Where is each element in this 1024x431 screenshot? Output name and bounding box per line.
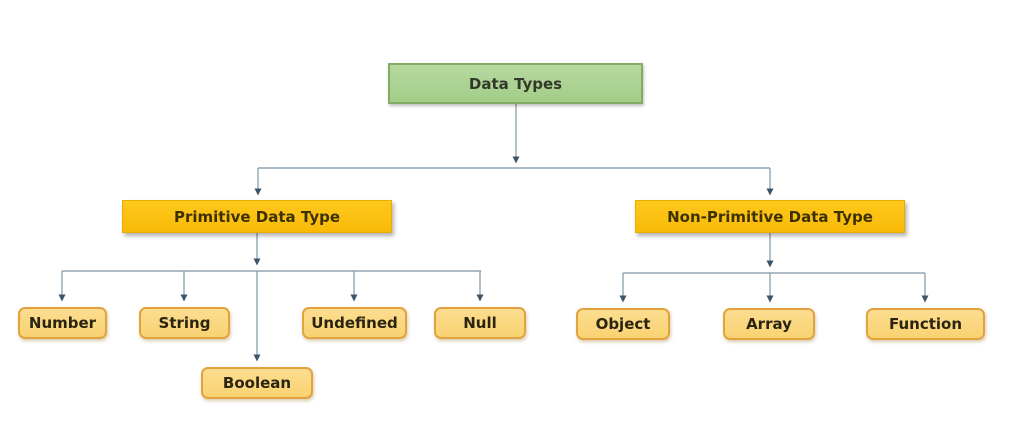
node-function: Function [866, 308, 985, 340]
node-object: Object [576, 308, 670, 340]
node-string: String [139, 307, 230, 339]
node-number: Number [18, 307, 107, 339]
node-primitive-data-type: Primitive Data Type [122, 200, 392, 233]
node-boolean: Boolean [201, 367, 313, 399]
node-non-primitive-data-type: Non-Primitive Data Type [635, 200, 905, 233]
node-data-types: Data Types [388, 63, 643, 104]
node-array: Array [723, 308, 815, 340]
node-undefined: Undefined [302, 307, 407, 339]
node-null: Null [434, 307, 526, 339]
